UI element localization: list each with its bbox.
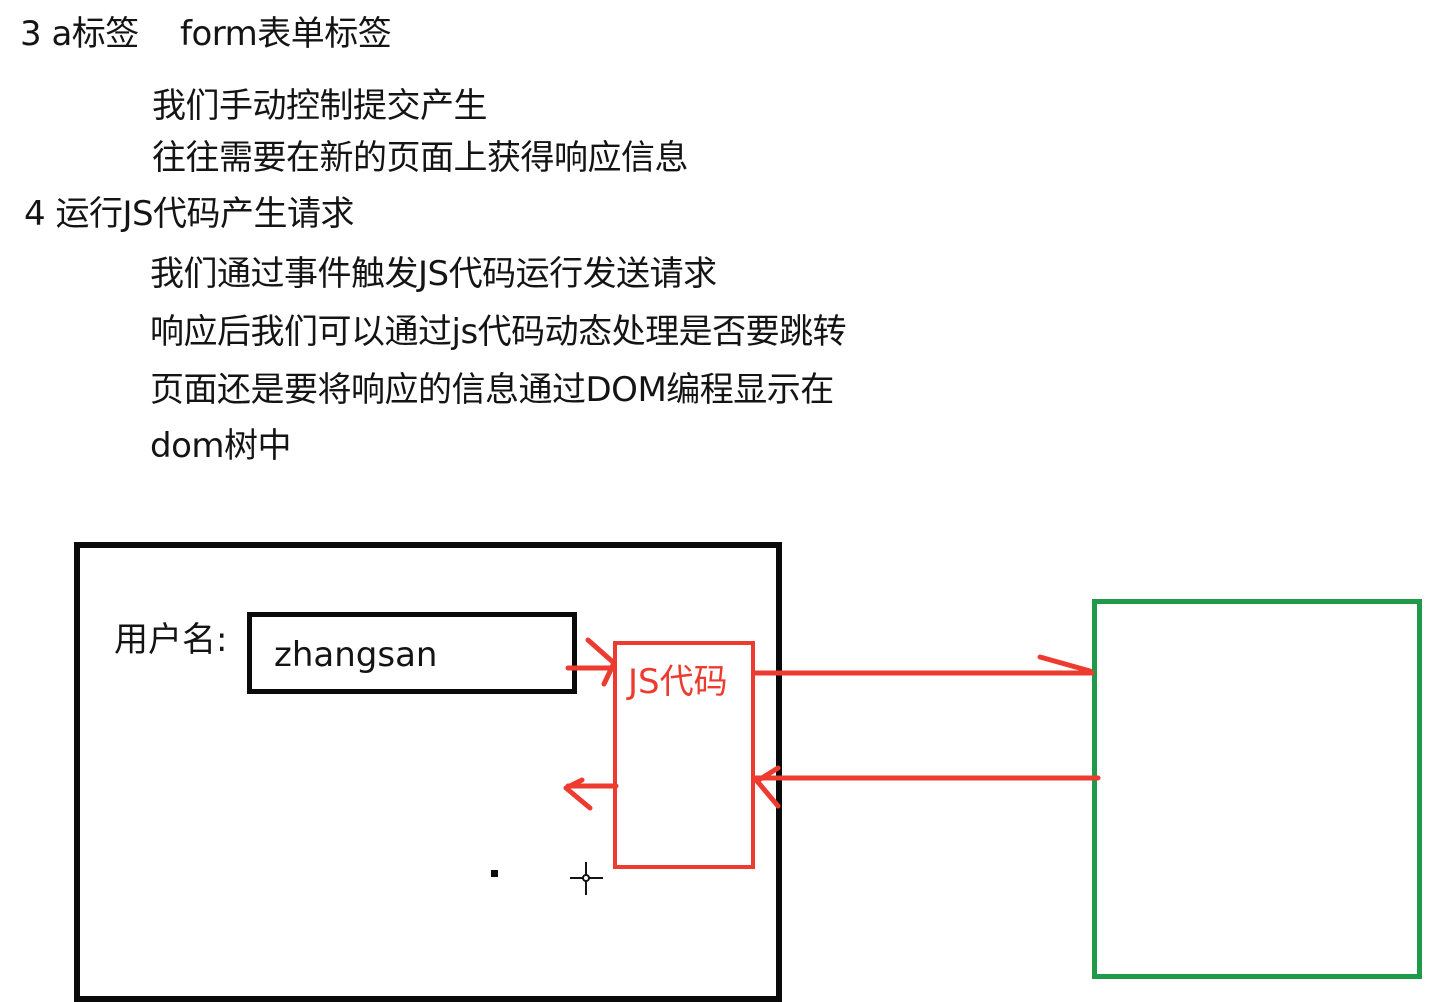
username-input[interactable]: zhangsan xyxy=(247,612,577,694)
section-4-heading: 4 运行JS代码产生请求 xyxy=(24,194,355,234)
input-to-js-arrow xyxy=(565,637,617,687)
js-to-page-arrow xyxy=(563,777,619,811)
note-line-dom-tree: dom树中 xyxy=(150,426,292,466)
js-code-label: JS代码 xyxy=(628,662,728,702)
note-line-event-trigger: 我们通过事件触发JS代码运行发送请求 xyxy=(150,254,717,294)
form-tag-heading: form表单标签 xyxy=(180,14,392,54)
username-label: 用户名: xyxy=(114,620,228,660)
server-to-js-response-arrow xyxy=(752,765,1101,809)
note-line-manual-submit: 我们手动控制提交产生 xyxy=(152,86,488,126)
note-line-dom-programming: 页面还是要将响应的信息通过DOM编程显示在 xyxy=(150,370,834,410)
section-3-heading: 3 a标签 xyxy=(20,14,139,54)
crosshair-cursor-icon xyxy=(570,862,603,895)
js-code-box xyxy=(613,641,755,869)
note-line-new-page-response: 往往需要在新的页面上获得响应信息 xyxy=(152,138,689,178)
js-to-server-request-arrow xyxy=(752,654,1095,676)
marker-dot xyxy=(491,870,498,877)
note-line-dynamic-redirect: 响应后我们可以通过js代码动态处理是否要跳转 xyxy=(150,312,847,352)
server-box xyxy=(1092,599,1422,979)
